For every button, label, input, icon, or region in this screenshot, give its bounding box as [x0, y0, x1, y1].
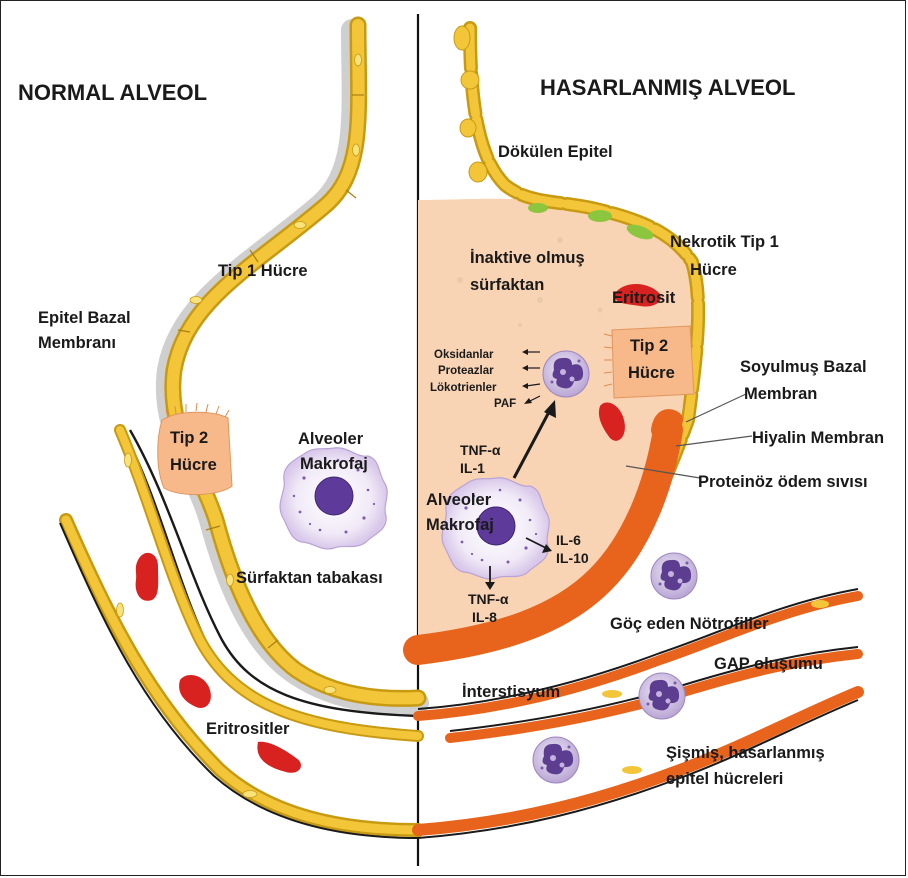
- label-macrophage-normal-2: Makrofaj: [300, 455, 368, 473]
- label-il10: IL-10: [556, 550, 589, 566]
- label-stripped-basal-1: Soyulmuş Bazal: [740, 358, 867, 376]
- left-title: NORMAL ALVEOL: [18, 80, 207, 105]
- label-edema-fluid: Proteinöz ödem sıvısı: [698, 473, 868, 491]
- label-surfactant-layer: Sürfaktan tabakası: [236, 569, 383, 587]
- label-macrophage-normal-1: Alveoler: [298, 430, 364, 448]
- label-tnf-a-2: TNF-α: [468, 591, 509, 607]
- label-tip2-damaged-1: Tip 2: [630, 337, 668, 355]
- neutrophil-activated: [543, 351, 589, 397]
- neutrophil-migrating-2: [639, 673, 685, 719]
- label-macrophage-damaged-1: Alveoler: [426, 491, 492, 509]
- label-tip2-normal-1: Tip 2: [170, 429, 208, 447]
- neutrophil-migrating-3: [533, 737, 579, 783]
- label-necrotic-2: Hücre: [690, 261, 737, 279]
- label-shed-epithelium: Dökülen Epitel: [498, 143, 613, 161]
- right-title: HASARLANMIŞ ALVEOL: [540, 75, 795, 100]
- label-proteases: Proteazlar: [438, 365, 494, 377]
- epithelial-nuclei-normal: [190, 54, 362, 694]
- label-stripped-basal-2: Membran: [744, 385, 817, 403]
- label-erythrocytes: Eritrositler: [206, 720, 290, 738]
- hyaline-membrane-end: [660, 418, 674, 430]
- label-basal-membrane-2: Membranı: [38, 334, 116, 352]
- label-interstitium: İnterstisyum: [462, 683, 560, 701]
- label-tnf-a: TNF-α: [460, 442, 501, 458]
- label-migrating-neutrophils: Göç eden Nötrofiller: [610, 615, 769, 633]
- neutrophil-migrating-1: [651, 553, 697, 599]
- label-il6: IL-6: [556, 532, 581, 548]
- label-hyaline-membrane: Hiyalin Membran: [752, 429, 884, 447]
- label-necrotic-1: Nekrotik Tip 1: [670, 233, 779, 251]
- capillary-outer-wall-normal-fill: [66, 520, 418, 830]
- alveolar-epithelium-normal-fill: [173, 25, 418, 698]
- label-inactive-surfactant-1: İnaktive olmuş: [470, 249, 585, 267]
- label-tip2-normal-2: Hücre: [170, 456, 217, 474]
- label-inactive-surfactant-2: sürfaktan: [470, 276, 544, 294]
- label-il1: IL-1: [460, 460, 485, 476]
- alveolar-epithelium-normal: [173, 25, 418, 698]
- label-tip2-damaged-2: Hücre: [628, 364, 675, 382]
- type2-cell-normal: [158, 403, 232, 495]
- label-leukotrienes: Lökotrienler: [430, 382, 497, 394]
- label-il8: IL-8: [472, 609, 497, 625]
- label-tip1-cell: Tip 1 Hücre: [218, 262, 308, 280]
- label-swollen-cells-1: Şişmiş, hasarlanmış: [666, 744, 825, 762]
- label-basal-membrane-1: Epitel Bazal: [38, 309, 131, 327]
- label-swollen-cells-2: epitel hücreleri: [666, 770, 783, 788]
- label-macrophage-damaged-2: Makrofaj: [426, 516, 494, 534]
- label-oxidants: Oksidanlar: [434, 349, 494, 361]
- label-gap-formation: GAP oluşumu: [714, 655, 823, 673]
- label-paf: PAF: [494, 398, 516, 410]
- label-erythrocyte: Eritrosit: [612, 289, 676, 307]
